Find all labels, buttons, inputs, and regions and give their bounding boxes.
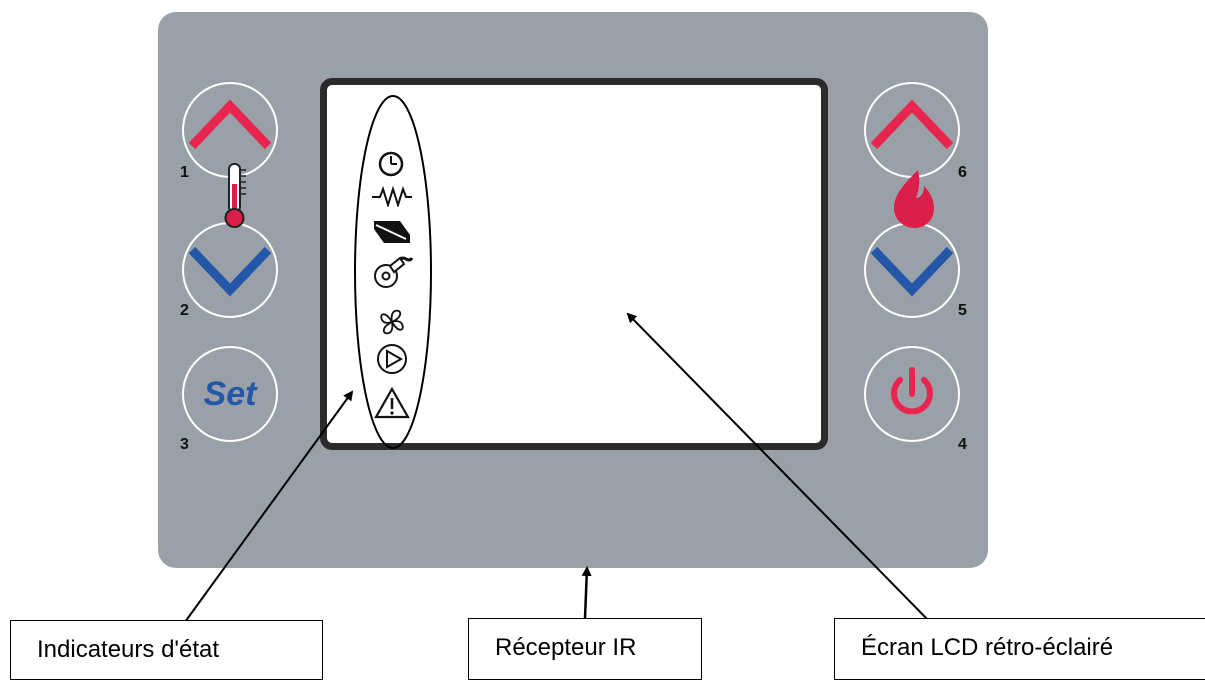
flame-icon bbox=[894, 170, 934, 228]
chevron-down-icon bbox=[870, 246, 954, 297]
thermometer-icon bbox=[224, 163, 246, 228]
button-number-5: 5 bbox=[958, 302, 967, 319]
ir-receiver-pointer bbox=[581, 566, 592, 619]
power-up-button[interactable] bbox=[864, 82, 960, 178]
button-number-3: 3 bbox=[180, 436, 189, 453]
chevron-up-icon bbox=[188, 99, 272, 150]
fan-icon bbox=[380, 309, 404, 335]
power-button[interactable] bbox=[864, 346, 960, 442]
resistance-icon bbox=[372, 185, 412, 207]
button-number-6: 6 bbox=[958, 164, 967, 181]
auger-icon bbox=[374, 221, 410, 243]
button-number-4: 4 bbox=[958, 436, 967, 453]
chevron-down-icon bbox=[188, 246, 272, 297]
exhaust-fan-icon bbox=[374, 256, 414, 288]
lcd-screen-callout: Écran LCD rétro-éclairé bbox=[834, 618, 1205, 680]
status-indicators-callout: Indicateurs d'état bbox=[10, 620, 323, 680]
power-down-button[interactable] bbox=[864, 222, 960, 318]
set-button[interactable]: Set bbox=[182, 346, 278, 442]
chevron-up-icon bbox=[870, 99, 954, 150]
power-icon bbox=[891, 367, 933, 415]
clock-icon bbox=[378, 151, 404, 177]
set-label: Set bbox=[203, 375, 257, 413]
button-number-2: 2 bbox=[180, 302, 189, 319]
button-number-1: 1 bbox=[180, 164, 189, 181]
ir-receiver-callout: Récepteur IR bbox=[468, 618, 702, 680]
alarm-icon bbox=[374, 386, 410, 419]
pump-icon bbox=[377, 344, 407, 374]
temp-down-button[interactable] bbox=[182, 222, 278, 318]
